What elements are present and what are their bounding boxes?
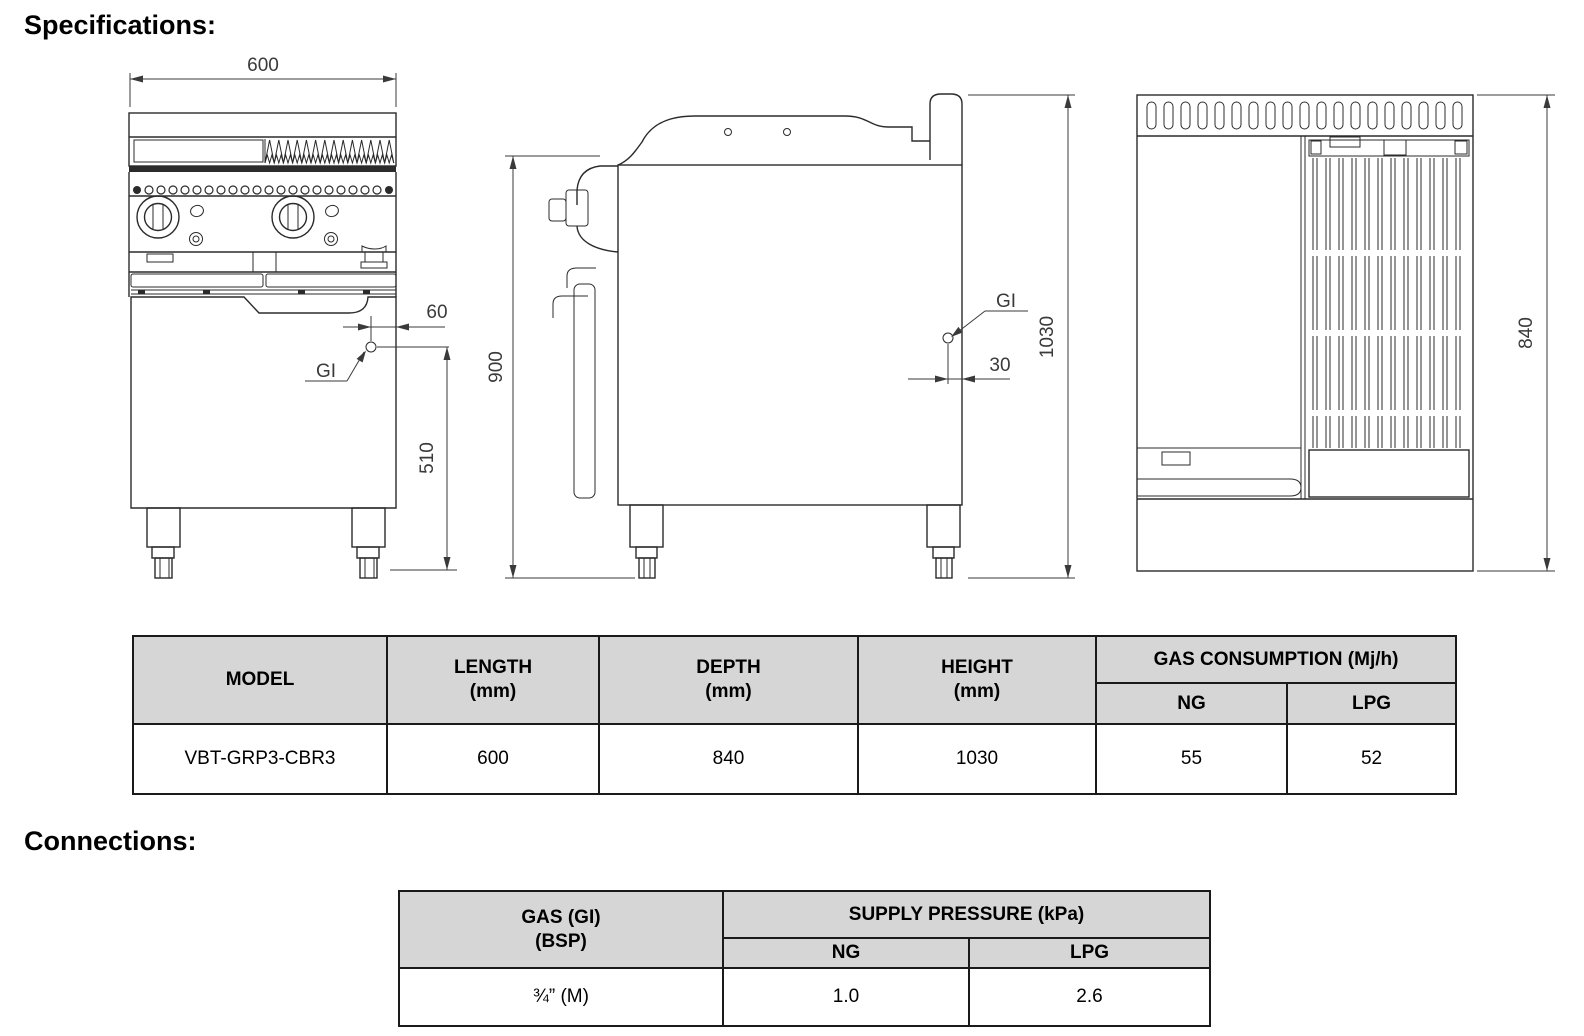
spec-header-lpg: LPG: [1285, 682, 1458, 725]
spec-depth-value: 840: [598, 723, 859, 795]
spec-lpg-value: 52: [1285, 723, 1458, 795]
side-door-panel: [573, 283, 596, 499]
front-width-dim-label: 600: [247, 55, 279, 76]
control-knob-right: [271, 195, 339, 246]
conn-lpg-value: 2.6: [967, 967, 1212, 1027]
front-gas-inlet-label: GI: [316, 361, 336, 382]
side-total-height-dim-label: 1030: [1037, 316, 1058, 358]
control-knob-left: [136, 195, 204, 246]
spec-table-row: VBT-GRP3-CBR3 600 840 1030 55 52: [132, 723, 1458, 795]
top-view-drawing: 840: [1136, 94, 1555, 572]
top-depth-dim-label: 840: [1516, 317, 1537, 349]
side-rear-leg: [926, 504, 961, 579]
side-front-height-dim-label: 900: [486, 351, 507, 383]
spec-height-value: 1030: [857, 723, 1097, 795]
spec-model-value: VBT-GRP3-CBR3: [132, 723, 388, 795]
spec-ng-value: 55: [1095, 723, 1288, 795]
front-left-leg: [146, 507, 181, 579]
spec-header-model: MODEL: [132, 635, 388, 725]
conn-gas-value: ¾” (M): [398, 967, 724, 1027]
conn-header-gas: GAS (GI) (BSP): [398, 890, 724, 969]
side-front-leg: [629, 504, 664, 579]
spec-header-length: LENGTH (mm): [386, 635, 600, 725]
side-view-drawing: 900: [486, 93, 1075, 579]
spec-header-height: HEIGHT (mm): [857, 635, 1097, 725]
front-gi-offset-dim-label: 60: [426, 302, 447, 323]
top-vent-slots: [1146, 101, 1463, 130]
front-gi-height-dim-label: 510: [417, 442, 438, 474]
conn-ng-value: 1.0: [722, 967, 970, 1027]
conn-table-row: ¾” (M) 1.0 2.6: [398, 967, 1212, 1027]
technical-drawings: 600: [128, 55, 1555, 579]
top-griddle-area: [1137, 447, 1302, 497]
spec-header-ng: NG: [1095, 682, 1288, 725]
front-vent-holes: [133, 185, 393, 195]
spec-header-gas-consumption: GAS CONSUMPTION (Mj/h): [1094, 635, 1458, 684]
front-view-drawing: 600: [128, 55, 457, 579]
specifications-heading: Specifications:: [24, 10, 217, 40]
connections-table: GAS (GI) (BSP) SUPPLY PRESSURE (kPa) NG …: [398, 890, 1212, 1027]
front-right-leg: [351, 507, 386, 579]
connections-heading: Connections:: [24, 826, 197, 856]
conn-header-lpg: LPG: [967, 937, 1212, 969]
front-gas-inlet-marker: [365, 341, 377, 353]
conn-header-supply-pressure: SUPPLY PRESSURE (kPa): [721, 890, 1212, 939]
side-gas-inlet-label: GI: [996, 291, 1016, 312]
specifications-table: MODEL LENGTH (mm) DEPTH (mm) HEIGHT (mm)…: [132, 635, 1458, 795]
top-chargrill-area: [1308, 136, 1470, 498]
spec-length-value: 600: [386, 723, 600, 795]
side-gi-offset-dim-label: 30: [989, 355, 1010, 376]
conn-header-ng: NG: [722, 937, 970, 969]
side-gas-inlet-marker: [942, 332, 954, 344]
spec-header-depth: DEPTH (mm): [598, 635, 859, 725]
